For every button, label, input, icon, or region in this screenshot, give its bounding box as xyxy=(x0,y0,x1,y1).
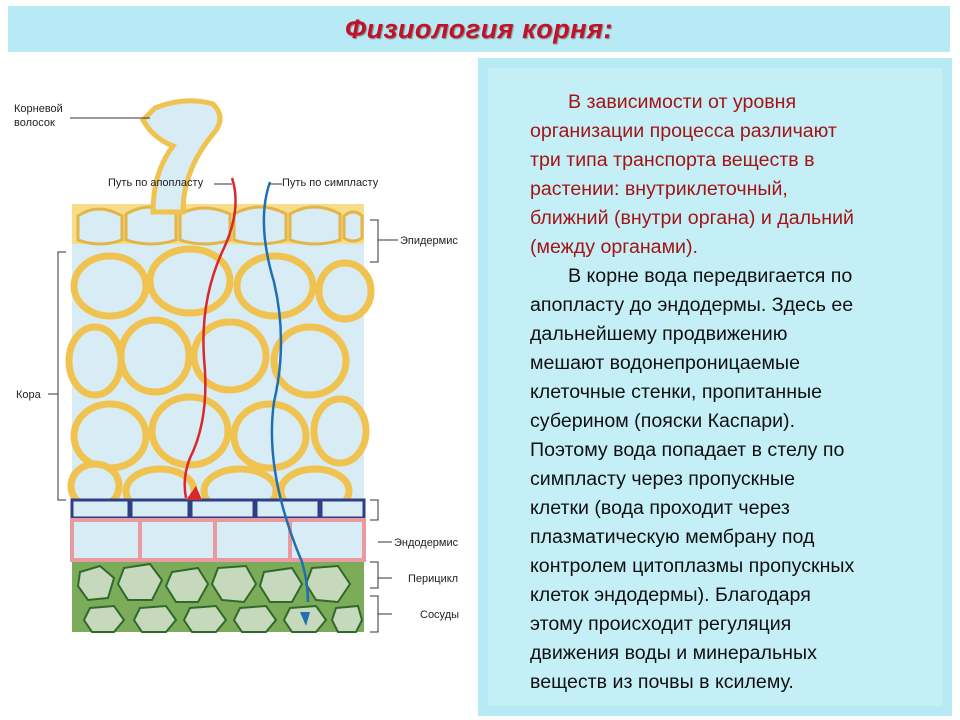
symplast-arrowhead xyxy=(300,612,310,626)
paragraph-root-water-line: клетки (вода проходит через xyxy=(530,497,790,519)
paragraph-root-water-line: суберином (пояски Каспари). xyxy=(530,410,796,432)
root-section-svg: Корневой волосок Путь по апопласту Путь … xyxy=(14,98,459,633)
label-pericycle: Перицикл xyxy=(408,573,458,585)
paragraph-transport-types-line: три типа транспорта веществ в xyxy=(530,149,815,171)
root-diagram: Корневой волосок Путь по апопласту Путь … xyxy=(0,86,478,646)
title-bar: Физиология корня: xyxy=(8,6,950,52)
paragraph-root-water-line: дальнейшему продвижению xyxy=(530,323,788,345)
paragraph-transport-types-line: ближний (внутри органа) и дальний xyxy=(530,207,854,229)
paragraph-root-water-line: этому происходит регуляция xyxy=(530,613,792,635)
pericycle-layer xyxy=(70,518,366,562)
vessel-cells xyxy=(76,562,364,633)
paragraph-root-water-line: мешают водонепроницаемые xyxy=(530,352,801,374)
cortex-cells xyxy=(65,245,375,517)
epidermis-cells xyxy=(76,205,364,246)
leader-lines xyxy=(48,117,398,633)
label-symplast: Путь по симпласту xyxy=(282,177,379,189)
paragraph-root-water-line: апопласту до эндодермы. Здесь ее xyxy=(530,294,854,316)
label-root-hair-1: Корневой xyxy=(14,103,63,115)
label-apoplast: Путь по апопласту xyxy=(108,177,204,189)
paragraph-root-water-line: плазматическую мембрану под xyxy=(530,526,815,548)
label-endodermis: Эндодермис xyxy=(394,537,459,549)
pericycle-walls xyxy=(138,520,292,560)
paragraph-root-water-line: клеток эндодермы). Благодаря xyxy=(530,584,811,606)
root-hair xyxy=(139,98,223,215)
paragraph-root-water-line: В корне вода передвигается по xyxy=(568,265,853,287)
apoplast-path xyxy=(183,177,237,499)
text-panel-fill xyxy=(488,68,942,706)
paragraph-root-water-line: симпласту через пропускные xyxy=(530,468,796,490)
label-epidermis: Эпидермис xyxy=(400,235,458,247)
paragraph-root-water-line: движения воды и минеральных xyxy=(530,642,817,664)
page-title: Физиология корня: xyxy=(345,13,613,44)
paragraph-root-water-line: контролем цитоплазмы пропускных xyxy=(530,555,855,577)
label-root-hair-2: волосок xyxy=(14,117,55,129)
symplast-path xyxy=(262,181,310,603)
paragraph-root-water-line: веществ из почвы в ксилему. xyxy=(530,671,794,693)
apoplast-arrowhead xyxy=(186,486,202,500)
paragraph-transport-types-line: (между органами). xyxy=(530,236,698,258)
paragraph-root-water: В корне вода передвигается по апопласту д… xyxy=(530,262,930,697)
paragraph-transport-types-line: В зависимости от уровня xyxy=(568,91,797,113)
text-panel: В зависимости от уровня организации проце… xyxy=(488,68,942,706)
label-cortex: Кора xyxy=(16,389,42,401)
paragraph-transport-types: В зависимости от уровня организации проце… xyxy=(530,88,930,262)
text-body: В зависимости от уровня организации проце… xyxy=(530,88,930,697)
paragraph-root-water-line: Поэтому вода попадает в стелу по xyxy=(530,439,845,461)
paragraph-root-water-line: клеточные стенки, пропитанные xyxy=(530,381,823,403)
endodermis-walls xyxy=(127,500,323,518)
paragraph-transport-types-line: растении: внутриклеточный, xyxy=(530,178,788,200)
paragraph-transport-types-line: организации процесса различают xyxy=(530,120,837,142)
text-panel-frame: В зависимости от уровня организации проце… xyxy=(478,58,952,716)
label-vessels: Сосуды xyxy=(420,609,459,621)
